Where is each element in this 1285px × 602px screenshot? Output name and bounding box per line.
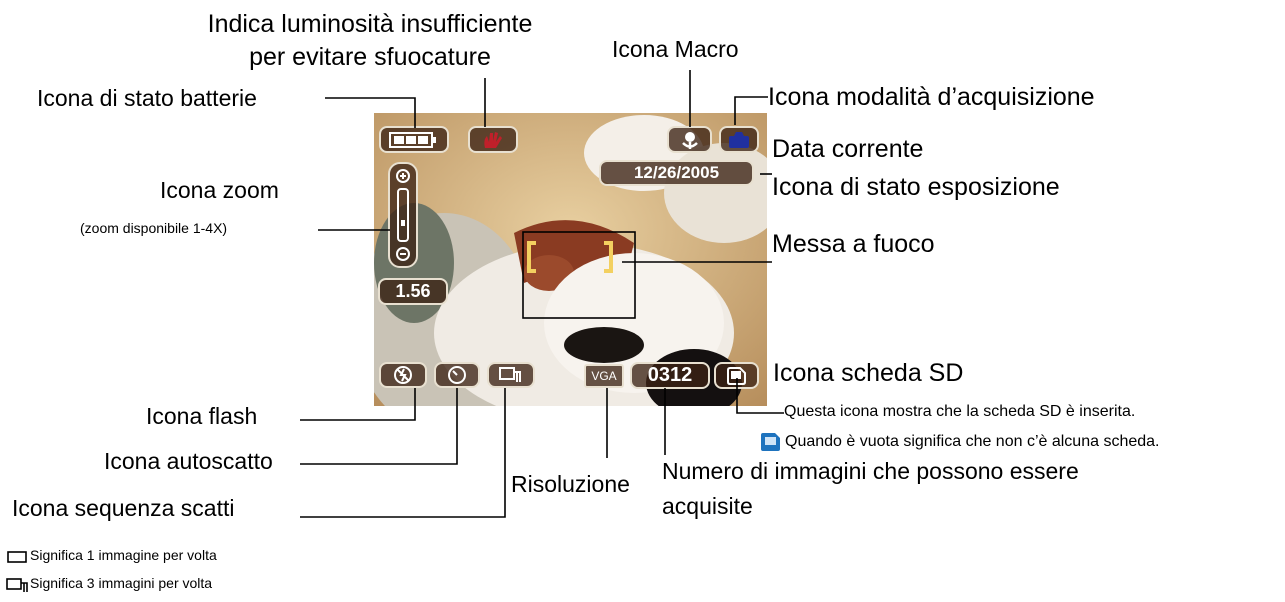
image-counter: 0312 [630, 362, 710, 389]
resolution-label: Risoluzione [511, 471, 630, 497]
burst-label: Icona sequenza scatti [12, 495, 235, 521]
capture-mode-label: Icona modalità d’acquisizione [768, 83, 1095, 111]
luminosity-label-line2: per evitare sfuocature [249, 43, 491, 71]
focus-brackets [527, 241, 613, 273]
hand-shake-icon [468, 126, 518, 153]
battery-icon [379, 126, 449, 153]
luminosity-label-line1: Indica luminosità insufficiente [207, 10, 533, 38]
resolution-badge: VGA [584, 364, 624, 388]
zoom-label: Icona zoom [160, 177, 279, 203]
macro-label: Icona Macro [612, 36, 739, 62]
sd-card-empty-icon [761, 433, 780, 451]
burst-icon [487, 362, 535, 388]
flash-label: Icona flash [146, 403, 258, 429]
current-date-label: Data corrente [772, 135, 924, 163]
zoom-slider [388, 162, 418, 268]
exposure-status-label: Icona di stato esposizione [772, 173, 1060, 201]
single-shot-icon [7, 551, 27, 563]
camera-screen: 12/26/2005 1.56 VGA 0312 [374, 113, 767, 406]
single-shot-note: Significa 1 immagine per volta [30, 547, 217, 563]
battery-label: Icona di stato batterie [37, 85, 257, 111]
three-shots-note: Significa 3 immagini per volta [30, 575, 213, 591]
date-display: 12/26/2005 [599, 160, 754, 186]
zoom-out-icon [396, 247, 410, 261]
zoom-value: 1.56 [378, 278, 448, 305]
sd-inserted-note: Questa icona mostra che la scheda SD è i… [784, 403, 1136, 420]
burst-legend-icon [6, 578, 28, 592]
sd-card-label: Icona scheda SD [773, 359, 964, 387]
sd-empty-note: Quando è vuota significa che non c’è alc… [785, 433, 1160, 450]
remaining-label-line1: Numero di immagini che possono essere [662, 458, 1079, 484]
timer-icon [434, 362, 480, 388]
camera-icon [719, 126, 759, 153]
remaining-label-line2: acquisite [662, 493, 753, 519]
zoom-in-icon [396, 169, 410, 183]
self-timer-label: Icona autoscatto [104, 448, 273, 474]
focus-label: Messa a fuoco [772, 230, 935, 258]
zoom-note: (zoom disponibile 1-4X) [80, 220, 228, 236]
zoom-track [397, 188, 409, 242]
flash-off-icon [379, 362, 427, 388]
